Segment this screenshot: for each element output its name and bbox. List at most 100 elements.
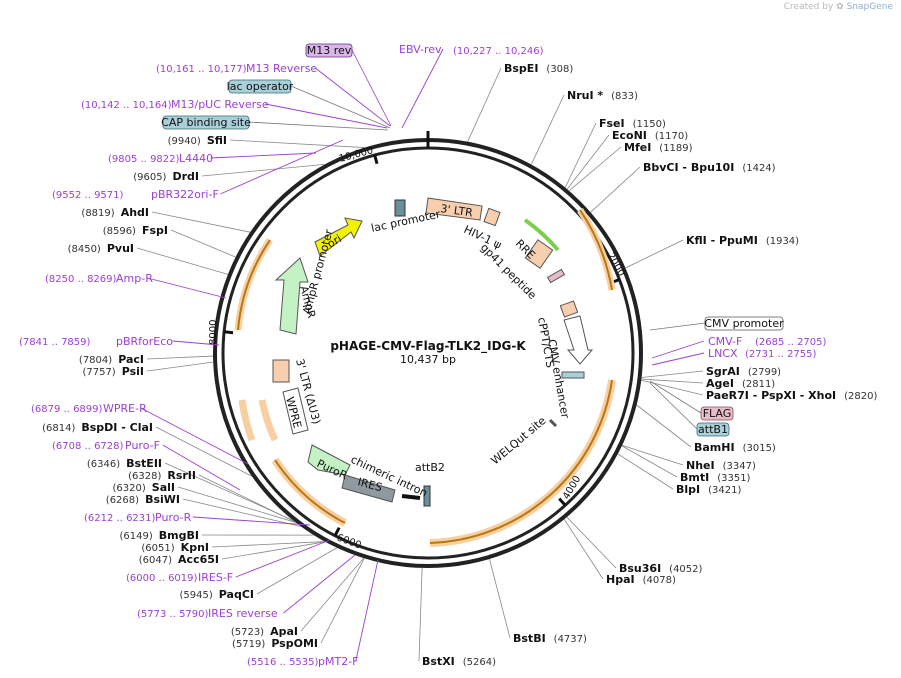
site-psii[interactable]: PsiI(7757) xyxy=(82,365,144,378)
primer-ires-f[interactable]: IRES-F(6000 .. 6019) xyxy=(126,571,233,584)
primer-m13-reverse[interactable]: M13 Reverse(10,161 .. 10,177) xyxy=(156,62,317,75)
site-name[interactable]: KpnI xyxy=(181,541,209,554)
attb1-block[interactable] xyxy=(561,371,585,379)
primer-name[interactable]: pBR322ori-F xyxy=(151,188,219,201)
label-box[interactable] xyxy=(704,316,784,331)
ampr-arrow[interactable] xyxy=(274,257,309,335)
site-bmti[interactable]: BmtI(3351) xyxy=(680,471,751,484)
primer-name[interactable]: EBV-rev xyxy=(399,43,442,56)
primer-pbrforeco[interactable]: pBRforEco(7841 .. 7859) xyxy=(19,335,173,348)
site-sali[interactable]: SalI(6320) xyxy=(113,481,175,494)
site-name[interactable]: SgrAI xyxy=(706,365,740,378)
site-name[interactable]: Acc65I xyxy=(178,553,219,566)
site-name[interactable]: BbvCI - Bpu10I xyxy=(643,161,734,174)
site-paci[interactable]: PacI(7804) xyxy=(79,353,144,366)
label-cap-binding-site[interactable]: CAP binding site xyxy=(161,115,251,130)
site-name[interactable]: PaeR7I - PspXI - XhoI xyxy=(706,389,836,402)
primer-name[interactable]: IRES reverse xyxy=(208,607,278,620)
site-name[interactable]: BstEII xyxy=(126,457,162,470)
site-name[interactable]: PaqCI xyxy=(219,588,254,601)
primer-name[interactable]: pMT2-F xyxy=(318,655,359,668)
site-name[interactable]: KflI - PpuMI xyxy=(686,234,758,247)
primer-name[interactable]: WPRE-R xyxy=(103,402,147,415)
primer-name[interactable]: Amp-R xyxy=(116,272,153,285)
site-nrui[interactable]: NruI *(833) xyxy=(567,89,638,102)
site-bstxi[interactable]: BstXI(5264) xyxy=(422,655,496,668)
site-name[interactable]: MfeI xyxy=(624,141,651,154)
site-name[interactable]: BmtI xyxy=(680,471,709,484)
label-box[interactable] xyxy=(305,43,353,58)
ltr3-block[interactable] xyxy=(425,197,483,221)
primer-amp-r[interactable]: Amp-R(8250 .. 8269) xyxy=(45,272,153,285)
site-name[interactable]: SalI xyxy=(152,481,175,494)
primer-puro-r[interactable]: Puro-R(6212 .. 6231) xyxy=(84,511,192,524)
primer-wpre-r[interactable]: WPRE-R(6879 .. 6899) xyxy=(31,402,147,415)
site-name[interactable]: HpaI xyxy=(606,573,635,586)
site-name[interactable]: EcoNI xyxy=(612,129,647,142)
site-drdi[interactable]: DrdI(9605) xyxy=(133,170,199,183)
site-kpni[interactable]: KpnI(6051) xyxy=(141,541,209,554)
primer-name[interactable]: L4440 xyxy=(179,152,213,165)
primer-ires-reverse[interactable]: IRES reverse(5773 .. 5790) xyxy=(137,607,278,620)
primer-lncx[interactable]: LNCX(2731 .. 2755) xyxy=(708,347,817,360)
site-fspi[interactable]: FspI(8596) xyxy=(103,224,168,237)
site-name[interactable]: BspEI xyxy=(504,62,538,75)
label-attb1[interactable]: attB1 xyxy=(696,422,730,437)
site-apai[interactable]: ApaI(5723) xyxy=(231,625,298,638)
site-bsu36i[interactable]: Bsu36I(4052) xyxy=(619,562,703,575)
site-bsteii[interactable]: BstEII(6346) xyxy=(87,457,162,470)
site-nhei[interactable]: NheI(3347) xyxy=(686,459,756,472)
label-box[interactable] xyxy=(696,422,730,437)
site-rsrii[interactable]: RsrII(6328) xyxy=(128,469,196,482)
site-name[interactable]: BstXI xyxy=(422,655,455,668)
site-pspomi[interactable]: PspOMI(5719) xyxy=(232,637,318,650)
site-name[interactable]: BspDI - ClaI xyxy=(81,421,153,434)
site-name[interactable]: NheI xyxy=(686,459,715,472)
site-bsiwi[interactable]: BsiWI(6268) xyxy=(106,493,180,506)
primer-l4440[interactable]: L4440(9805 .. 9822) xyxy=(108,152,213,165)
primer-name[interactable]: IRES-F xyxy=(198,571,233,584)
site-sfii[interactable]: SfiI(9940) xyxy=(168,134,227,147)
site-name[interactable]: BmgBI xyxy=(159,529,199,542)
gp41-block[interactable] xyxy=(546,268,566,284)
site-paer7i-pspxi-xhoi[interactable]: PaeR7I - PspXI - XhoI(2820) xyxy=(706,389,878,402)
site-name[interactable]: PspOMI xyxy=(271,637,318,650)
primer-name[interactable]: LNCX xyxy=(708,347,738,360)
orf-arc-d[interactable] xyxy=(238,399,256,442)
site-fsei[interactable]: FseI(1150) xyxy=(599,117,666,130)
primer-name[interactable]: M13/pUC Reverse xyxy=(171,98,269,111)
site-name[interactable]: PsiI xyxy=(122,365,144,378)
site-paqci[interactable]: PaqCI(5945) xyxy=(180,588,255,601)
site-pvui[interactable]: PvuI(8450) xyxy=(68,242,134,255)
site-ahdi[interactable]: AhdI(8819) xyxy=(81,206,149,219)
label-lac-operator[interactable]: lac operator xyxy=(227,79,294,94)
attb2-block[interactable] xyxy=(423,485,431,507)
label-cmv-promoter[interactable]: CMV promoter xyxy=(704,316,784,331)
site-name[interactable]: BsiWI xyxy=(145,493,180,506)
primer-cmv-f[interactable]: CMV-F(2685 .. 2705) xyxy=(708,335,827,348)
ires-block[interactable] xyxy=(341,474,396,503)
green-arc-primer[interactable] xyxy=(523,218,560,252)
site-bmgbi[interactable]: BmgBI(6149) xyxy=(120,529,199,542)
site-name[interactable]: PacI xyxy=(118,353,144,366)
primer-name[interactable]: pBRforEco xyxy=(116,335,173,348)
site-name[interactable]: BlpI xyxy=(676,483,700,496)
primer-pbr322ori-f[interactable]: pBR322ori-F(9552 .. 9571) xyxy=(52,188,219,201)
ori-arrow[interactable] xyxy=(314,217,363,257)
wpre-block[interactable] xyxy=(282,387,309,435)
site-blpi[interactable]: BlpI(3421) xyxy=(676,483,741,496)
primer-name[interactable]: Puro-R xyxy=(155,511,192,524)
site-name[interactable]: ApaI xyxy=(270,625,298,638)
label-flag[interactable]: FLAG xyxy=(700,406,734,421)
orf-arc-b[interactable] xyxy=(429,379,616,547)
site-hpai[interactable]: HpaI(4078) xyxy=(606,573,676,586)
site-bspei[interactable]: BspEI(308) xyxy=(504,62,573,75)
site-name[interactable]: FspI xyxy=(142,224,168,237)
rre-block[interactable] xyxy=(524,239,554,269)
primer-puro-f[interactable]: Puro-F(6708 .. 6728) xyxy=(52,439,160,452)
site-acc65i[interactable]: Acc65I(6047) xyxy=(139,553,219,566)
site-bamhi[interactable]: BamHI(3015) xyxy=(694,441,776,454)
label-box[interactable] xyxy=(228,79,292,94)
site-agei[interactable]: AgeI(2811) xyxy=(706,377,775,390)
site-name[interactable]: BstBI xyxy=(513,632,546,645)
